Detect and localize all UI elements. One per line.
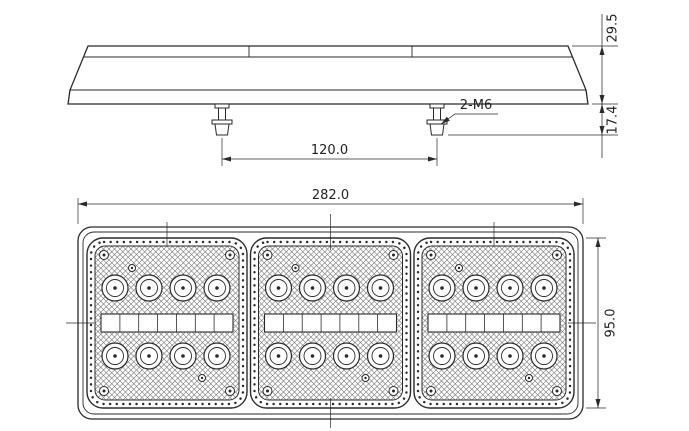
- center-marks: [66, 214, 596, 428]
- dim-label-overall-width: 282.0: [312, 188, 349, 203]
- led-module-3: [412, 236, 576, 410]
- dim-label-stud-spacing: 120.0: [311, 143, 348, 158]
- dim-label-face-height: 95.0: [604, 309, 619, 338]
- dimension-face-height: 95.0: [586, 237, 619, 409]
- led-module-1: [85, 236, 249, 410]
- dimension-stud-spacing: 120.0: [221, 138, 438, 166]
- dim-label-body-height: 29.5: [606, 14, 621, 43]
- mounting-stud-left: [211, 103, 233, 136]
- mounting-stud-right: [426, 103, 448, 136]
- dim-label-thread: 2-M6: [460, 98, 492, 113]
- thread-callout: 2-M6: [440, 98, 498, 125]
- led-module-2: [249, 236, 412, 410]
- dimension-overall-width: 282.0: [77, 188, 584, 224]
- front-view: [66, 214, 596, 428]
- dim-label-stud-protrusion: 17.4: [606, 106, 621, 135]
- dimension-body-height: 29.5 17.4: [448, 14, 621, 158]
- side-view: [67, 45, 589, 136]
- lamp-profile-outline: [67, 45, 589, 105]
